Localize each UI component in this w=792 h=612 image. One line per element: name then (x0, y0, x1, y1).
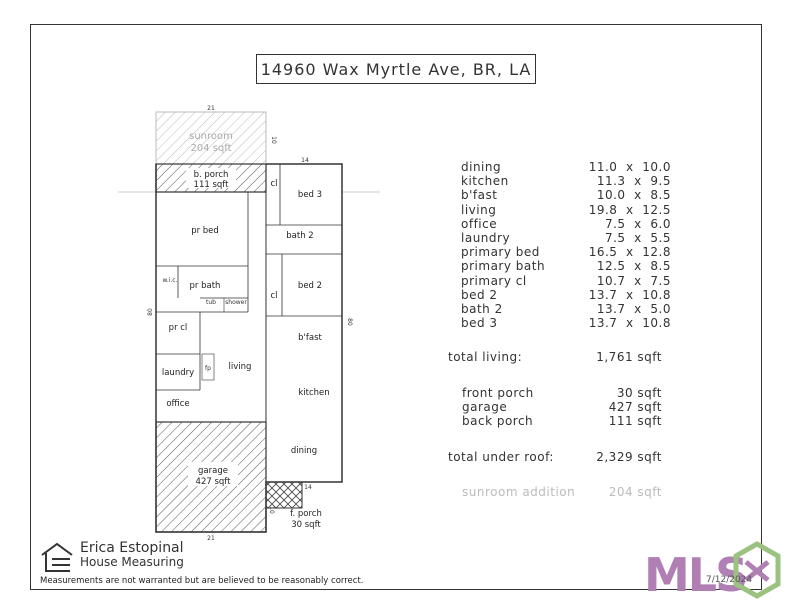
garage-sqft: 427 sqft (196, 477, 232, 487)
pr-bath-label: pr bath (190, 281, 221, 291)
front-porch-label: f. porch (290, 509, 322, 519)
sunroom-sqft: 204 sqft (190, 143, 231, 154)
mls-date: 7/12/2024 (706, 575, 753, 585)
brand-logo: Erica Estopinal House Measuring (40, 541, 184, 573)
back-porch-sqft: 111 sqft (194, 180, 230, 190)
garage-label: garage (198, 466, 228, 476)
page-title: 14960 Wax Myrtle Ave, BR, LA (256, 54, 536, 84)
brand-name: Erica Estopinal (80, 540, 184, 556)
dining-label: dining (291, 446, 317, 456)
dim-porch-right: 14 (304, 484, 312, 491)
house-icon (41, 542, 73, 572)
tub-label: tub (206, 299, 216, 306)
bfast-label: b'fast (298, 333, 322, 343)
dim-sunroom-width: 21 (207, 105, 215, 112)
dim-porch-depth: 10 (268, 506, 275, 514)
total-living-row: total living:1,761 sqft (448, 350, 662, 364)
dim-left: 80 (147, 308, 154, 316)
kitchen-label: kitchen (298, 388, 329, 398)
bed3-label: bed 3 (298, 190, 322, 200)
living-label: living (229, 362, 252, 372)
dim-sunroom-depth: 10 (270, 136, 277, 144)
sunroom-area (155, 111, 267, 165)
office-label: office (166, 399, 189, 409)
sunroom-label: sunroom (189, 131, 233, 142)
pr-cl-label: pr cl (169, 323, 188, 333)
pr-bed-label: pr bed (191, 226, 219, 236)
brand-tagline: House Measuring (80, 555, 184, 569)
cl-mid-label: cl (270, 291, 277, 301)
dim-top-right: 14 (301, 157, 309, 164)
disclaimer: Measurements are not warranted but are b… (40, 576, 364, 586)
front-porch-sqft: 30 sqft (291, 520, 321, 530)
dim-right: 80 (346, 318, 353, 326)
fp-label: fp (205, 365, 211, 372)
dim-bottom: 21 (207, 535, 215, 542)
laundry-label: laundry (162, 368, 194, 378)
bed2-label: bed 2 (298, 281, 322, 291)
drawing-frame (30, 24, 762, 590)
front-porch-area (265, 481, 303, 509)
bath2-label: bath 2 (286, 231, 313, 241)
back-porch-label: b. porch (194, 170, 229, 180)
cl-top-label: cl (270, 179, 277, 189)
total-under-roof-row: total under roof:2,329 sqft (448, 450, 662, 464)
mls-watermark: MLS (644, 548, 748, 602)
wic-label: w.i.c. (162, 277, 177, 284)
shower-label: shower (225, 299, 247, 306)
mls-cube-icon (733, 541, 781, 599)
